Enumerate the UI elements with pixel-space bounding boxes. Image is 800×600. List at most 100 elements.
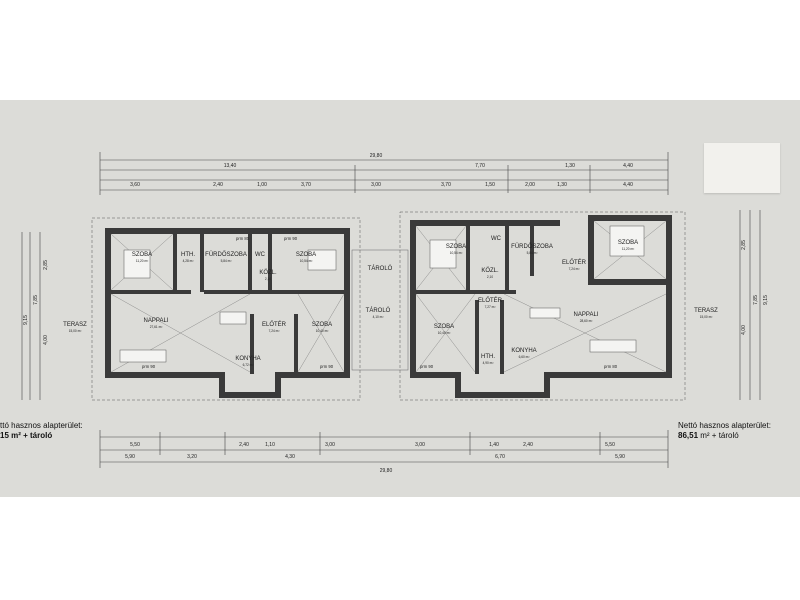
room-hth-r-area: 4,90 m² — [483, 361, 494, 365]
top-dimension-lines — [99, 152, 669, 195]
room-konyha-l-area: 6,72 m² — [243, 363, 254, 367]
room-tarolo-l-area: 4,10 m² — [373, 315, 384, 319]
room-szoba-r2-area: 11,20 m² — [622, 247, 634, 251]
door-label-2: prm 90 — [284, 236, 298, 241]
bottom-dim-1: 5,50 — [130, 442, 140, 448]
room-labels-right: SZOBA 10,54 m² FÜRDŐSZOBA 5,84 m² WC ELŐ… — [368, 236, 719, 365]
side-dimension-texts: 9,15 7,85 2,85 4,00 2,85 4,00 7,85 9,15 — [23, 240, 769, 345]
room-nappali-l-area: 27,61 m² — [150, 325, 163, 329]
left-dim-2: 2,85 — [43, 260, 49, 270]
room-terasz-l: TERASZ — [63, 322, 87, 328]
room-hth-l-area: 4,28 m² — [183, 259, 194, 263]
room-szoba-l3: SZOBA — [312, 322, 332, 328]
room-nappali-l: NAPPALI — [144, 318, 169, 324]
floor-plan-sheet: 29,80 13,40 7,70 1,30 4,40 3,60 2,40 1,0… — [0, 100, 800, 497]
left-dim-3: 4,00 — [43, 335, 49, 345]
room-terasz-r: TERASZ — [694, 308, 718, 314]
top-dim-4: 4,40 — [623, 163, 633, 169]
room-szoba-l1: SZOBA — [132, 252, 152, 258]
top-dim-row2-9: 1,30 — [557, 182, 567, 188]
room-konyha-l: KONYHA — [235, 356, 260, 362]
bottom-dim-3: 1,10 — [265, 442, 275, 448]
right-dim-3: 4,00 — [741, 325, 747, 335]
walls-left-unit — [105, 228, 350, 398]
terrace-outline — [91, 211, 686, 401]
room-szoba-l1-area: 11,20 m² — [136, 259, 148, 263]
room-hth-l: HTH. — [181, 252, 195, 258]
top-dim-1: 13,40 — [224, 163, 237, 169]
room-tarolo-l: TÁROLÓ — [366, 307, 391, 314]
room-kozl-l: KÖZL. — [259, 269, 277, 276]
walls-right-unit — [410, 215, 672, 398]
left-total-dim: 9,15 — [23, 315, 29, 325]
top-dim-3: 1,30 — [565, 163, 575, 169]
room-szoba-l2: SZOBA — [296, 252, 316, 258]
bottom-dim-8: 5,50 — [605, 442, 615, 448]
bottom-dim-row2-3: 4,30 — [285, 454, 295, 460]
top-dimension-texts: 29,80 13,40 7,70 1,30 4,40 3,60 2,40 1,0… — [130, 153, 633, 188]
side-dimension-lines — [21, 210, 761, 400]
room-tarolo-r: TÁROLÓ — [368, 265, 393, 272]
room-terasz-l-area: 15,00 m² — [69, 329, 82, 333]
door-label-5: prm 90 — [420, 364, 434, 369]
room-eloter-l: ELŐTÉR — [262, 321, 287, 328]
room-eloter-r1: ELŐTÉR — [562, 259, 587, 266]
net-area-right-row: 86,51 m² + tároló — [678, 431, 771, 441]
room-eloter-l-area: 7,24 m² — [269, 329, 280, 333]
bottom-dim-row2-1: 5,90 — [125, 454, 135, 460]
room-eloter-r1-area: 7,24 m² — [569, 267, 580, 271]
net-area-left-value: 15 m² + tároló — [0, 431, 53, 440]
room-eloter-r2-area: 7,27 m² — [485, 305, 496, 309]
furniture — [119, 225, 645, 363]
floor-plan-drawing: 29,80 13,40 7,70 1,30 4,40 3,60 2,40 1,0… — [21, 152, 769, 474]
door-label-4: prm 90 — [320, 364, 334, 369]
right-dim-2: 2,85 — [741, 240, 747, 250]
room-wc-r: WC — [491, 236, 502, 242]
room-diagonals — [110, 220, 667, 373]
room-wc-l: WC — [255, 252, 266, 258]
room-hth-r: HTH. — [481, 354, 495, 360]
room-terasz-r-area: 15,00 m² — [700, 315, 713, 319]
top-dim-row2-6: 3,70 — [441, 182, 451, 188]
room-szoba-r3-area: 10,40 m² — [438, 331, 451, 335]
net-area-left-label: ttó hasznos alapterület: — [0, 421, 83, 430]
room-konyha-r-area: 6,60 m² — [519, 355, 530, 359]
door-label-3: prm 90 — [142, 364, 156, 369]
top-dim-row2-1: 3,60 — [130, 182, 140, 188]
room-szoba-r2: SZOBA — [618, 240, 638, 246]
bottom-dim-row2-4: 6,70 — [495, 454, 505, 460]
room-kozl-r-area: 2,10 — [487, 275, 493, 279]
bottom-dimension-texts: 5,50 2,40 1,10 3,00 3,00 1,40 2,40 5,50 … — [125, 442, 625, 474]
bottom-total-dimension: 29,80 — [380, 468, 393, 474]
room-szoba-r1-area: 10,54 m² — [450, 251, 463, 255]
top-dim-row2-10: 4,40 — [623, 182, 633, 188]
top-dim-row2-4: 3,70 — [301, 182, 311, 188]
bottom-dim-row2-5: 5,90 — [615, 454, 625, 460]
room-szoba-l2-area: 10,54 m² — [300, 259, 313, 263]
room-szoba-l3-area: 10,40 m² — [316, 329, 329, 333]
top-total-dimension: 29,80 — [370, 153, 383, 159]
net-area-left: ttó hasznos alapterület: 15 m² + tároló — [0, 421, 83, 441]
left-dim-1: 7,85 — [33, 295, 39, 305]
room-eloter-r2: ELŐTÉR — [478, 297, 503, 304]
top-dim-row2-2: 2,40 — [213, 182, 223, 188]
bottom-dim-7: 2,40 — [523, 442, 533, 448]
room-kozl-l-area: 2,10 — [265, 277, 271, 281]
door-label-1: prm 80 — [236, 236, 250, 241]
bottom-dim-2: 2,40 — [239, 442, 249, 448]
right-total-dim: 9,15 — [763, 295, 769, 305]
door-labels: prm 80 prm 90 prm 90 prm 90 prm 90 prm 8… — [142, 236, 618, 369]
room-kozl-r: KÖZL. — [481, 267, 499, 274]
net-area-right-label: Nettó hasznos alapterület: — [678, 421, 771, 430]
net-area-right: Nettó hasznos alapterület: 86,51 m² + tá… — [678, 421, 771, 441]
room-furdo-r: FÜRDŐSZOBA — [511, 243, 553, 250]
top-dim-2: 7,70 — [475, 163, 485, 169]
room-nappali-r: NAPPALI — [574, 312, 599, 318]
room-furdo-l-area: 5,84 m² — [221, 259, 232, 263]
top-dim-row2-7: 1,50 — [485, 182, 495, 188]
room-szoba-r1: SZOBA — [446, 244, 466, 250]
room-furdo-r-area: 5,84 m² — [527, 251, 538, 255]
top-dim-row2-5: 3,00 — [371, 182, 381, 188]
right-dim-1: 7,85 — [753, 295, 759, 305]
room-konyha-r: KONYHA — [511, 348, 536, 354]
